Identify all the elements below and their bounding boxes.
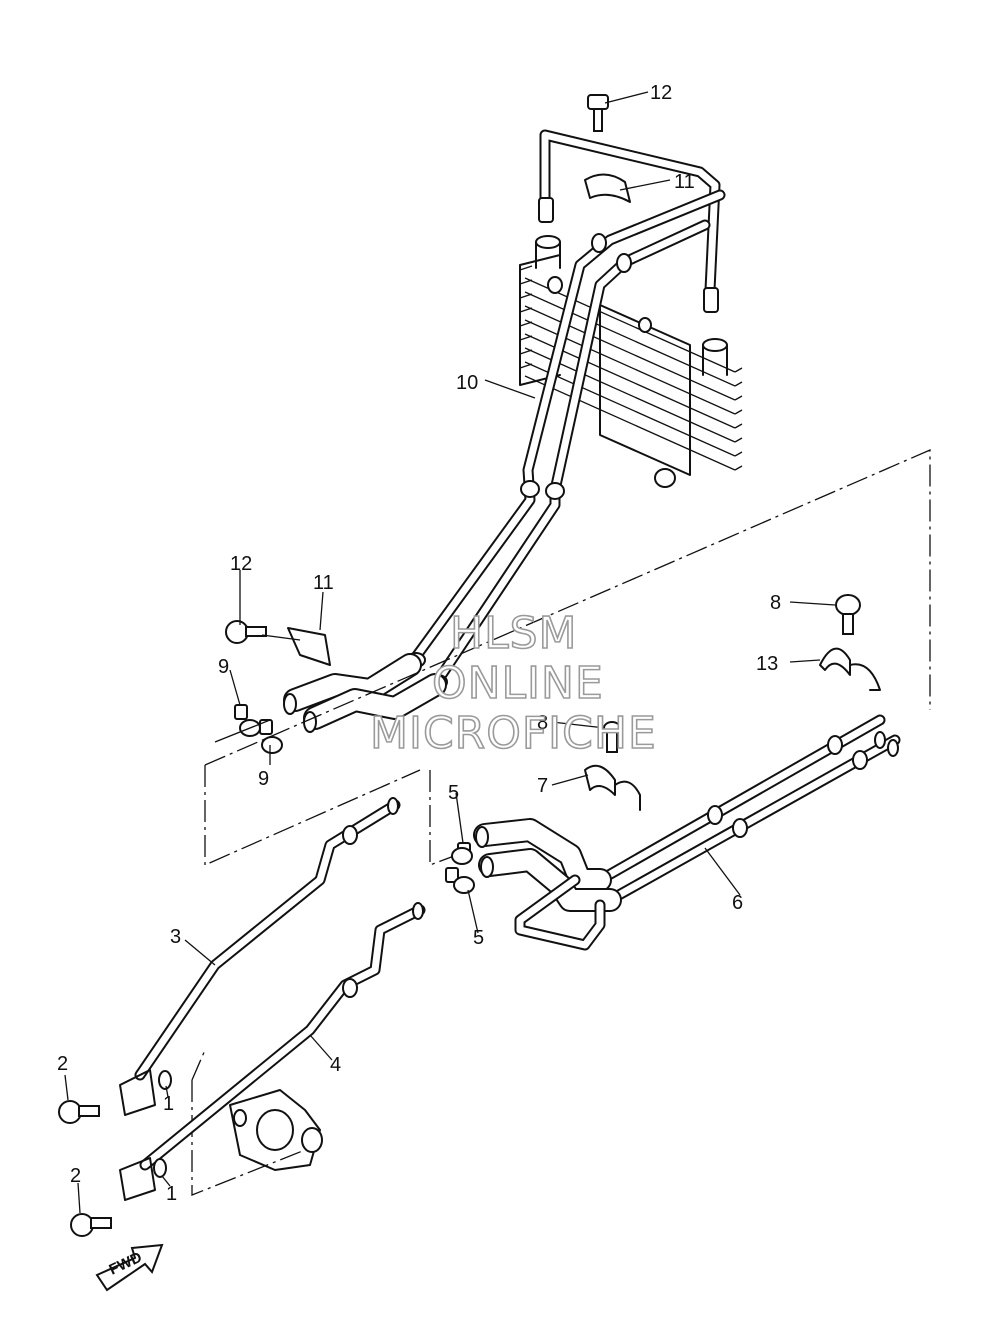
callout-8-mid: 8 bbox=[537, 712, 548, 734]
pipe-3 bbox=[134, 797, 401, 1081]
fwd-arrow: FWD bbox=[95, 1243, 164, 1292]
hose-clips-9 bbox=[234, 704, 283, 754]
callout-5-upper: 5 bbox=[448, 782, 459, 804]
clamp-7 bbox=[584, 764, 641, 811]
callout-9-lower: 9 bbox=[258, 768, 269, 790]
leader-lines bbox=[64, 91, 836, 1214]
flange-upper bbox=[58, 1069, 172, 1124]
hoses-lower bbox=[473, 818, 622, 951]
engine-housing bbox=[229, 1089, 323, 1171]
callout-12-top: 12 bbox=[650, 82, 672, 104]
callout-4: 4 bbox=[330, 1054, 341, 1076]
callout-11-left: 11 bbox=[313, 572, 334, 594]
callout-10: 10 bbox=[456, 372, 478, 394]
callout-3: 3 bbox=[170, 926, 181, 948]
watermark-line-2: ONLINE bbox=[432, 658, 604, 709]
callout-9-upper: 9 bbox=[218, 656, 229, 678]
callout-5-lower: 5 bbox=[473, 927, 484, 949]
callout-8-right: 8 bbox=[770, 592, 781, 614]
bolt-12-top bbox=[587, 94, 609, 132]
callout-13: 13 bbox=[756, 653, 778, 675]
callout-11-top: 11 bbox=[674, 171, 695, 193]
clamp-13 bbox=[819, 647, 881, 691]
callout-7: 7 bbox=[537, 775, 548, 797]
hose-clips-5 bbox=[445, 842, 475, 894]
watermark: HLSM ONLINE MICROFICHE bbox=[369, 607, 657, 760]
callout-2-upper: 2 bbox=[57, 1053, 68, 1075]
watermark-line-3: MICROFICHE bbox=[370, 708, 657, 759]
flange-lower bbox=[70, 1157, 167, 1237]
dash-frame bbox=[191, 449, 931, 1196]
callouts: 12 11 10 12 11 9 9 8 13 8 7 5 5 6 3 4 2 … bbox=[57, 82, 781, 1205]
bolt-12-left bbox=[225, 620, 267, 644]
callout-1-lower: 1 bbox=[166, 1183, 177, 1205]
clamp-11-left bbox=[287, 627, 331, 666]
bolt-8-right bbox=[835, 594, 861, 635]
callout-2-lower: 2 bbox=[70, 1165, 81, 1187]
pipe-4 bbox=[139, 902, 426, 1171]
callout-1-upper: 1 bbox=[163, 1093, 174, 1115]
pipe-10 bbox=[404, 189, 726, 691]
top-oil-pipe bbox=[538, 129, 721, 313]
callout-6: 6 bbox=[732, 892, 743, 914]
callout-12-left: 12 bbox=[230, 553, 252, 575]
watermark-line-1: HLSM bbox=[450, 608, 578, 659]
oil-cooler bbox=[519, 235, 743, 488]
clamp-11-top bbox=[584, 173, 631, 203]
pipe-6 bbox=[594, 714, 901, 906]
